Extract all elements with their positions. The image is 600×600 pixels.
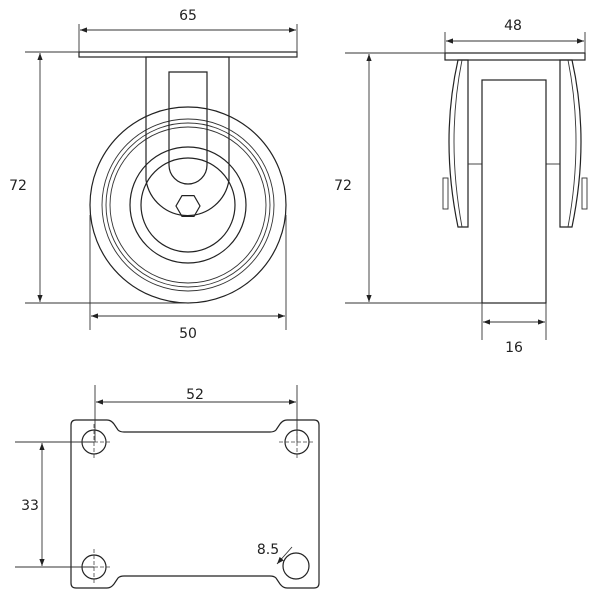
tab-right — [581, 177, 588, 210]
wheel-outer — [89, 106, 287, 304]
mounting-plate — [78, 51, 298, 58]
fork-bracket — [145, 56, 230, 217]
dim-front-height: 72 — [9, 178, 27, 194]
axle-nut-icon — [175, 195, 201, 217]
hole-diameter-leader — [276, 546, 293, 565]
fork-arm-right — [559, 59, 582, 228]
base-plate-outline — [70, 419, 320, 589]
hub-inner — [140, 157, 236, 253]
mounting-hole-bottom-right — [282, 552, 310, 580]
dim-wheel-width: 16 — [505, 340, 523, 356]
tab-left — [442, 177, 449, 210]
dim-hole-spacing-x: 52 — [186, 387, 204, 403]
dim-plate-width: 65 — [179, 8, 197, 24]
side-mounting-plate — [444, 52, 586, 61]
tire-groove — [105, 122, 271, 288]
tire-inner — [101, 118, 275, 292]
dim-side-height: 72 — [334, 178, 352, 194]
dim-plate-depth: 48 — [504, 18, 522, 34]
dim-hole-spacing-y: 33 — [21, 498, 39, 514]
plate-view: 52 33 8.5 — [15, 385, 320, 589]
fork-arm-left — [448, 59, 469, 228]
side-wheel — [481, 79, 547, 304]
dim-wheel-diameter: 50 — [179, 326, 197, 342]
fork-slot — [168, 71, 208, 185]
tire-groove-inner — [109, 126, 267, 284]
hub-outer — [129, 146, 247, 264]
front-view: 65 72 50 — [9, 8, 298, 342]
side-view: 48 72 16 — [334, 18, 588, 356]
dim-hole-diameter: 8.5 — [257, 542, 279, 558]
